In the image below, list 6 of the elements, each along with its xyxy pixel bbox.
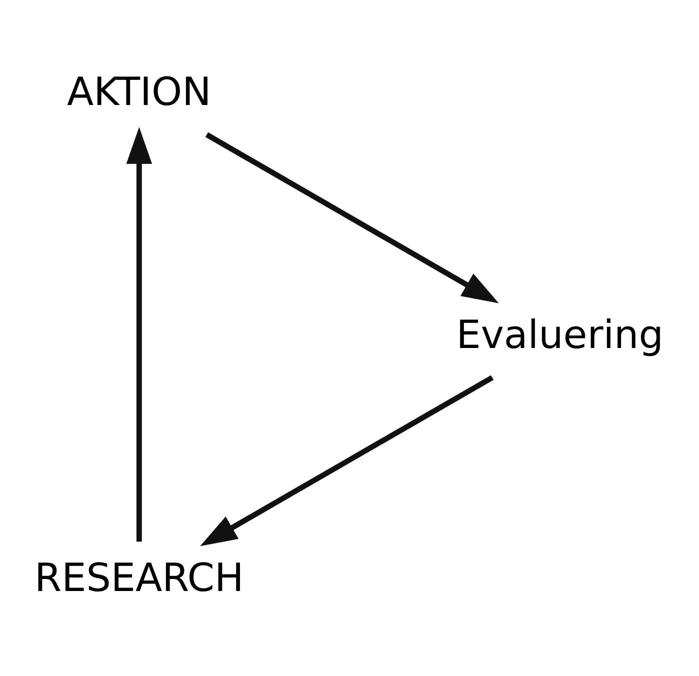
node-text: AKTION <box>67 70 212 115</box>
node-text: Evaluering <box>456 312 664 358</box>
node-text: RESEARCH <box>34 555 244 600</box>
arrow <box>126 126 152 542</box>
arrow <box>205 132 499 303</box>
arrow <box>200 374 494 546</box>
